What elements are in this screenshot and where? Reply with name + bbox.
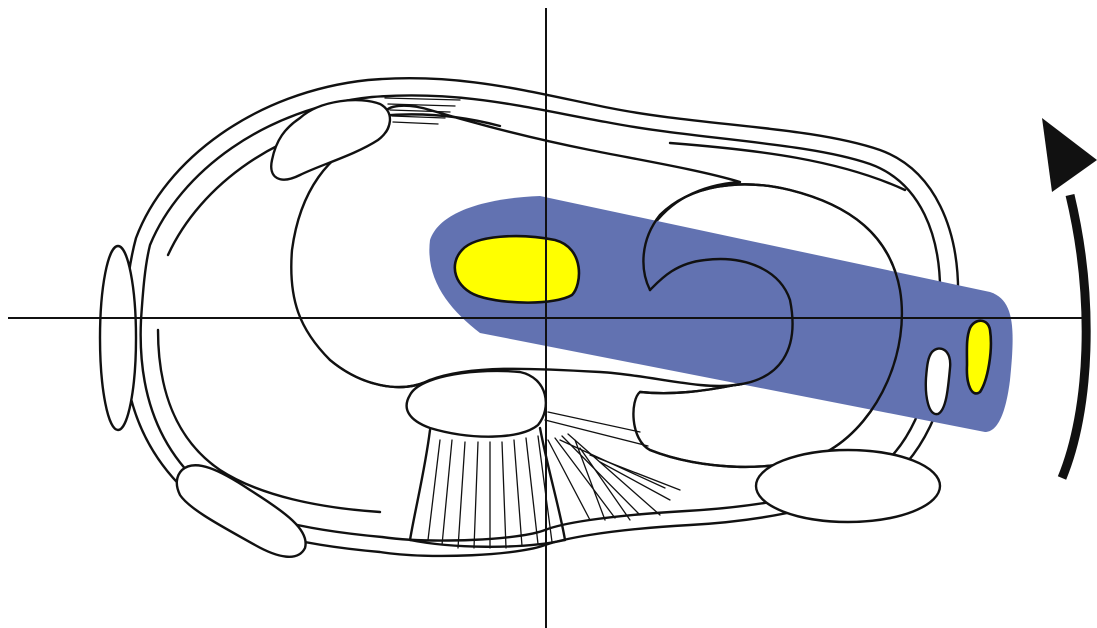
vertebral-body bbox=[407, 371, 546, 437]
tumor-hotspot-left bbox=[455, 236, 579, 303]
left-scapula-oval bbox=[177, 465, 306, 557]
top-scapula bbox=[271, 100, 390, 180]
anterior-wall-line bbox=[670, 143, 905, 190]
left-arm-oval bbox=[100, 246, 136, 430]
upper-muscle-fibers bbox=[385, 98, 460, 124]
left-lung-lower-overlay bbox=[330, 360, 430, 387]
right-scapula-oval bbox=[756, 450, 940, 522]
curved-arrow-up-icon bbox=[1042, 118, 1097, 478]
